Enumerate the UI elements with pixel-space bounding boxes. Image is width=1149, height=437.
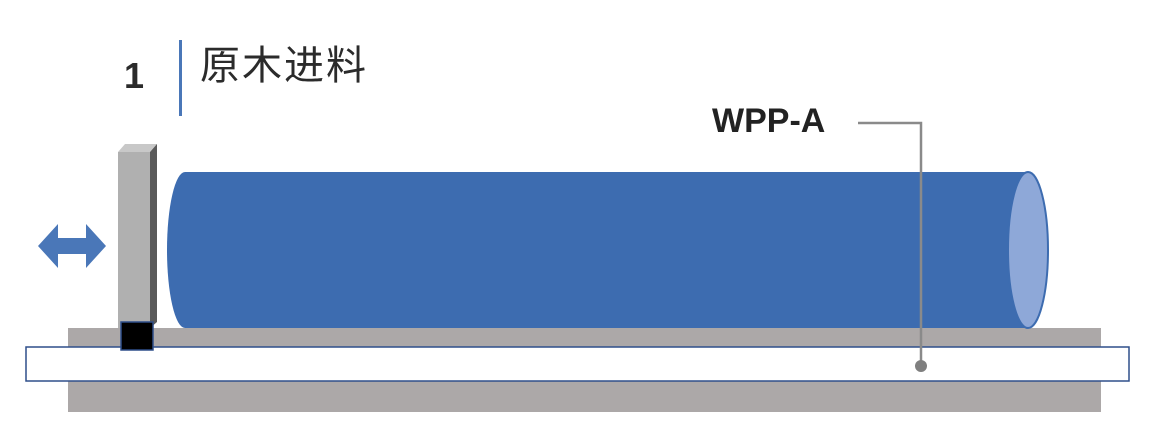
- pusher: [118, 144, 157, 351]
- callout-leader-line: [858, 121, 923, 366]
- conveyor-plate: [25, 346, 1130, 382]
- pusher-base-block: [120, 321, 154, 351]
- pusher-side-face: [150, 144, 157, 328]
- log: [167, 171, 1049, 329]
- heading-divider: [179, 40, 182, 116]
- pusher-top-face: [118, 144, 157, 152]
- log-end-face: [1007, 171, 1049, 329]
- step-number: 1: [124, 55, 145, 96]
- log-body: [167, 172, 1028, 328]
- callout-anchor-dot: [915, 360, 927, 372]
- step-title: 原木进料: [200, 43, 368, 89]
- double-arrow-icon: [38, 224, 106, 268]
- pusher-plate: [118, 152, 150, 328]
- callout-label: WPP-A: [712, 102, 826, 140]
